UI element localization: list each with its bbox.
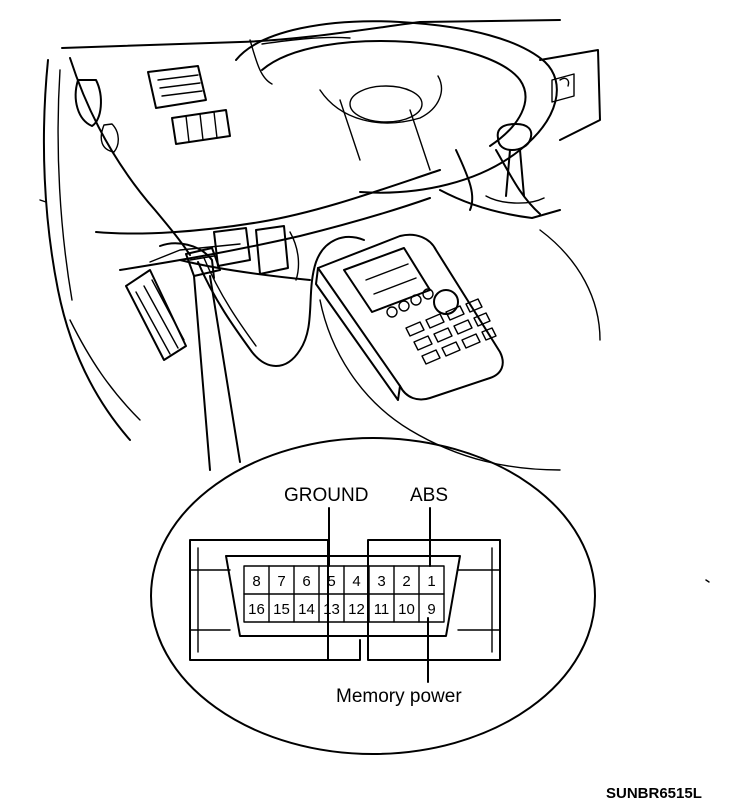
pin-2: 2 [402, 573, 410, 590]
pin-4: 4 [352, 573, 360, 590]
scan-tool-illustration [185, 233, 504, 401]
pin-14: 14 [298, 601, 315, 618]
pin-7: 7 [277, 573, 285, 590]
dash-switch-icon [551, 73, 575, 103]
gear-shifter-icon [485, 123, 545, 204]
pin-12: 12 [348, 601, 365, 618]
pin-16: 16 [248, 601, 265, 618]
pin-5: 5 [327, 573, 335, 590]
pin-6: 6 [302, 573, 310, 590]
pin-13: 13 [323, 601, 340, 618]
scan-tool-screen [343, 247, 431, 313]
pin-10: 10 [398, 601, 415, 618]
connector-callout-ellipse [150, 437, 596, 755]
door-sill-icon [125, 269, 187, 361]
scan-speck [705, 579, 710, 583]
pin-15: 15 [273, 601, 290, 618]
scan-tool-keypad [405, 298, 497, 365]
pedal-icon [213, 227, 251, 267]
callout-leader-right [209, 275, 241, 463]
left-vent-icon [74, 79, 102, 127]
scan-tool-dial-icon [433, 289, 459, 315]
abs-label: ABS [410, 485, 448, 506]
callout-leader-left [193, 275, 211, 471]
steering-wheel-icon [235, 20, 558, 194]
figure-code: SUNBR6515L [606, 785, 702, 802]
memory-power-label: Memory power [336, 686, 462, 707]
pin-11: 11 [374, 601, 390, 618]
pin-9: 9 [427, 601, 435, 618]
dlc-connector: 8 7 6 5 4 3 2 1 16 15 14 13 12 11 10 9 [189, 539, 501, 661]
center-vent-icon [147, 65, 231, 145]
pin-3: 3 [377, 573, 385, 590]
ground-label: GROUND [284, 485, 368, 506]
pin-8: 8 [252, 573, 260, 590]
dashboard-illustration [39, 19, 601, 471]
pin-1: 1 [427, 573, 435, 590]
